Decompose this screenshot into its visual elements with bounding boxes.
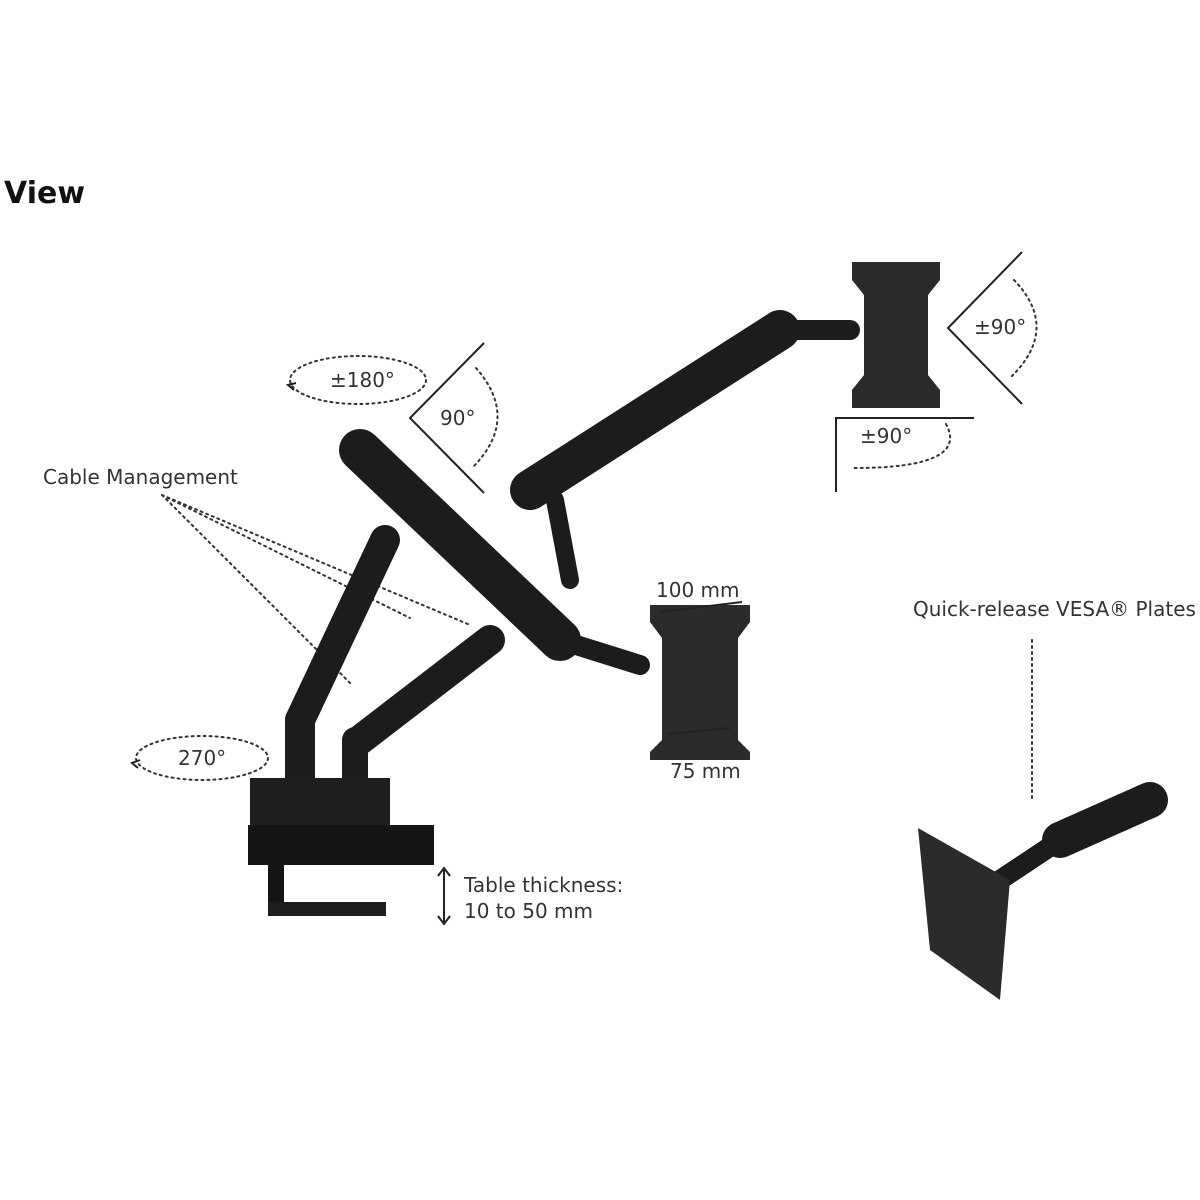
rotation-180-indicator: ±180° bbox=[285, 355, 427, 405]
arrow-icon bbox=[285, 382, 297, 391]
table-thickness-line2: 10 to 50 mm bbox=[464, 899, 593, 923]
rotate-90-label: ±90° bbox=[974, 315, 1026, 339]
swivel-90-indicator: ±90° bbox=[835, 417, 974, 492]
cable-management-callout: Cable Management bbox=[43, 465, 471, 686]
monitor-arm bbox=[248, 262, 1168, 1000]
rotate-90-indicator: ±90° bbox=[946, 251, 1038, 405]
vesa-plate-upper bbox=[852, 262, 940, 408]
swivel-90-label: ±90° bbox=[860, 424, 912, 448]
vesa-100-label: 100 mm bbox=[656, 578, 740, 602]
vesa-dimensions: 100 mm 75 mm bbox=[656, 578, 743, 783]
vesa-plate-lower bbox=[650, 605, 750, 760]
rotation-180-label: ±180° bbox=[330, 368, 395, 392]
rotation-270-label: 270° bbox=[178, 746, 226, 770]
tilt-90-label: 90° bbox=[440, 406, 475, 430]
table-thickness-callout: Table thickness: 10 to 50 mm bbox=[437, 866, 623, 926]
double-arrow-icon bbox=[437, 866, 451, 926]
table-thickness-line1: Table thickness: bbox=[463, 873, 623, 897]
tilt-90-indicator: 90° bbox=[408, 342, 499, 494]
quick-release-callout: Quick-release VESA® Plates bbox=[913, 597, 1196, 801]
cable-management-label: Cable Management bbox=[43, 465, 238, 489]
arrow-icon bbox=[130, 759, 141, 769]
quick-release-plate bbox=[918, 828, 1010, 1000]
rotation-270-indicator: 270° bbox=[130, 735, 269, 781]
quick-release-label: Quick-release VESA® Plates bbox=[913, 597, 1196, 621]
vesa-75-label: 75 mm bbox=[670, 759, 741, 783]
page-title: View bbox=[4, 176, 85, 211]
